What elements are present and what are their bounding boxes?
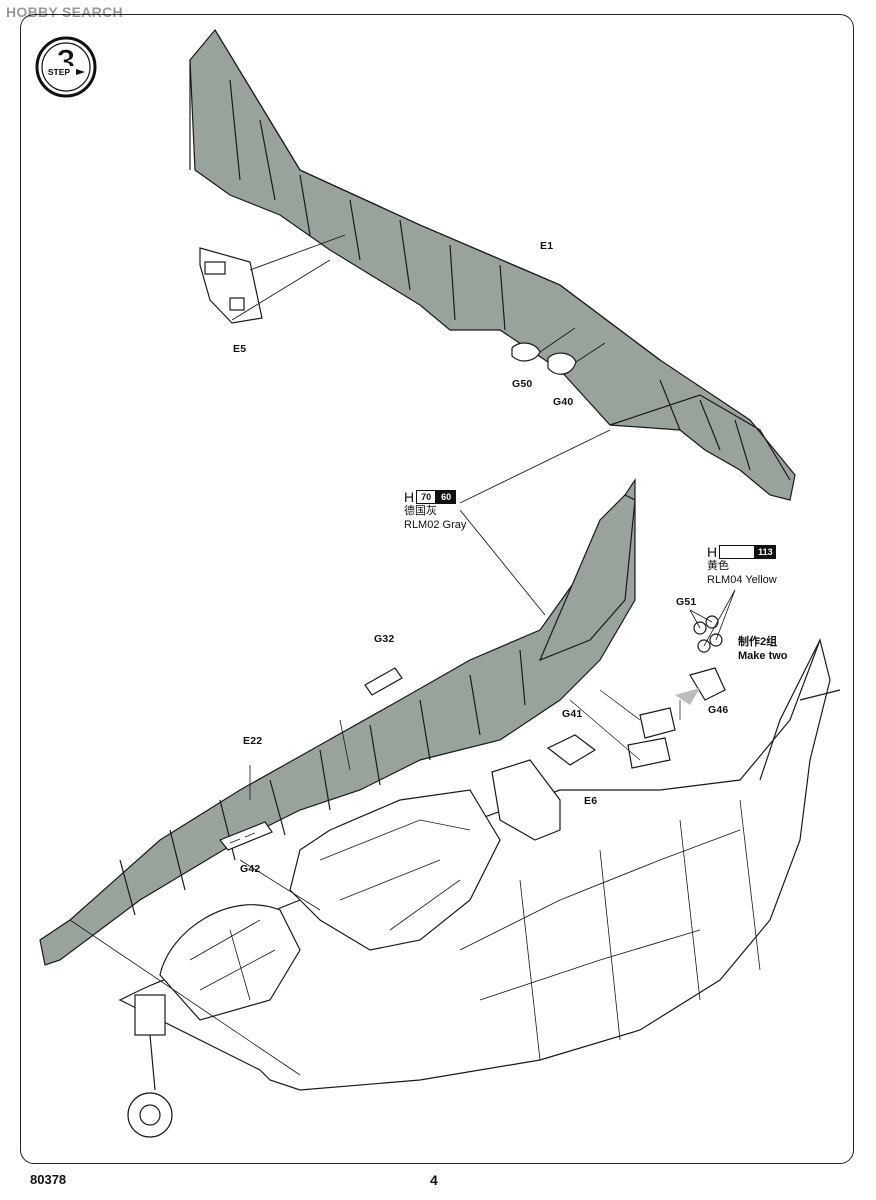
part-label-g40: G40 <box>553 396 574 408</box>
paint-callout-gray: H 70 60 德国灰 RLM02 Gray <box>404 490 466 532</box>
step-label: STEP <box>48 67 71 77</box>
part-label-e1: E1 <box>540 240 554 252</box>
part-label-e5: E5 <box>233 343 247 355</box>
watermark-text: HOBBY SEARCH <box>6 4 123 20</box>
page-frame <box>20 14 854 1164</box>
part-label-g51: G51 <box>676 596 697 608</box>
paint-h-letter: H <box>404 489 415 505</box>
make-two-en: Make two <box>738 650 788 662</box>
paint-name-en: RLM04 Yellow <box>707 574 777 586</box>
part-label-g32: G32 <box>374 633 395 645</box>
paint-name-en: RLM02 Gray <box>404 519 467 531</box>
part-label-e6: E6 <box>584 795 598 807</box>
make-two-note: 制作2组 Make two <box>738 635 788 663</box>
part-label-g42: G42 <box>240 863 261 875</box>
paint-code-box: 70 <box>416 490 437 504</box>
paint-callout-yellow: H 113 黄色 RLM04 Yellow <box>707 545 777 587</box>
paint-code-box-dark: 113 <box>755 545 776 559</box>
paint-code-box-dark: 60 <box>436 490 457 504</box>
paint-code-box-blank <box>719 545 756 559</box>
part-label-g46: G46 <box>708 704 729 716</box>
kit-code: 80378 <box>30 1172 67 1187</box>
paint-name-cn: 德国灰 <box>404 505 437 517</box>
step-badge: 3 STEP <box>35 36 97 98</box>
part-label-g41: G41 <box>562 708 583 720</box>
make-two-cn: 制作2组 <box>738 636 778 648</box>
part-label-e22: E22 <box>243 735 263 747</box>
paint-h-letter: H <box>707 544 718 560</box>
part-label-g50: G50 <box>512 378 533 390</box>
page-number: 4 <box>430 1172 438 1188</box>
paint-name-cn: 黄色 <box>707 560 729 572</box>
